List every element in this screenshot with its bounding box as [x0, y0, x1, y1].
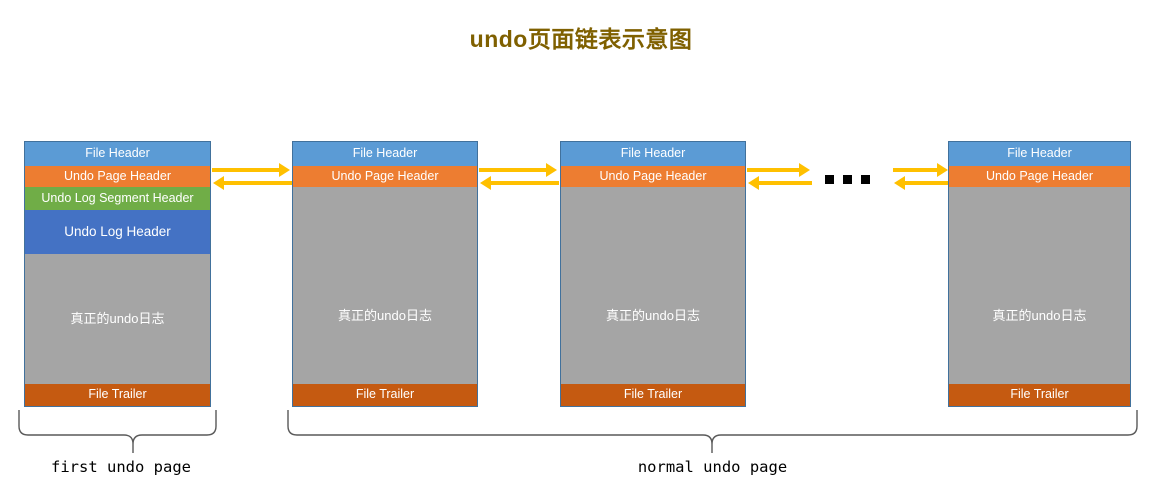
link-backward-3-head — [748, 176, 759, 190]
segment-label: Undo Page Header — [331, 168, 439, 183]
segment-page-body: 真正的undo日志 — [293, 187, 477, 384]
segment-label: Undo Page Header — [63, 168, 172, 183]
segment-label: File Header — [352, 146, 418, 161]
link-backward-3 — [759, 181, 812, 185]
link-backward-4-head — [894, 176, 905, 190]
segment-undo-page-header: Undo Page Header — [25, 166, 210, 187]
link-forward-3 — [747, 168, 800, 172]
segment-undo-log-header: Undo Log Header — [25, 210, 210, 254]
segment-label: Undo Page Header — [985, 168, 1094, 183]
segment-label: File Trailer — [623, 387, 683, 402]
link-forward-1-head — [279, 163, 290, 177]
segment-label: Undo Log Segment Header — [41, 190, 194, 205]
link-forward-2 — [479, 168, 547, 172]
ellipsis-dot-1 — [825, 175, 834, 184]
link-backward-4 — [905, 181, 948, 185]
segment-label: Undo Log Header — [64, 223, 171, 239]
page-title: undo页面链表示意图 — [469, 26, 693, 52]
ellipsis-dot-2 — [843, 175, 852, 184]
segment-label: File Trailer — [355, 387, 415, 402]
segment-file-trailer: File Trailer — [561, 384, 745, 406]
segment-label: 真正的undo日志 — [606, 308, 700, 323]
segment-page-body: 真正的undo日志 — [561, 187, 745, 384]
caption-first-undo-page: first undo page — [51, 458, 191, 476]
segment-undo-page-header: Undo Page Header — [949, 166, 1130, 187]
segment-file-header: File Header — [293, 142, 477, 166]
ellipsis-dot-3 — [861, 175, 870, 184]
segment-file-header: File Header — [561, 142, 745, 166]
link-forward-2-head — [546, 163, 557, 177]
segment-label: 真正的undo日志 — [338, 308, 432, 323]
link-backward-2 — [491, 181, 559, 185]
segment-undo-page-header: Undo Page Header — [293, 166, 477, 187]
segment-page-body: 真正的undo日志 — [949, 187, 1130, 384]
link-backward-1-head — [213, 176, 224, 190]
caption-normal-undo-page: normal undo page — [637, 458, 788, 476]
segment-file-header: File Header — [949, 142, 1130, 166]
link-forward-1 — [212, 168, 280, 172]
segment-label: 真正的undo日志 — [70, 310, 165, 326]
undo-page-block-normal-2: File Header Undo Page Header 真正的undo日志 F… — [560, 141, 746, 407]
link-forward-4-head — [937, 163, 948, 177]
segment-file-header: File Header — [25, 142, 210, 166]
link-backward-1 — [224, 181, 292, 185]
undo-page-block-normal-1: File Header Undo Page Header 真正的undo日志 F… — [292, 141, 478, 407]
undo-page-block-first: File Header Undo Page Header Undo Log Se… — [24, 141, 211, 407]
segment-label: Undo Page Header — [599, 168, 707, 183]
segment-file-trailer: File Trailer — [949, 384, 1130, 406]
segment-label: File Header — [1007, 146, 1072, 161]
segment-label: File Header — [620, 146, 686, 161]
link-forward-3-head — [799, 163, 810, 177]
segment-undo-page-header: Undo Page Header — [561, 166, 745, 187]
segment-label: File Trailer — [1010, 387, 1069, 402]
segment-page-body: 真正的undo日志 — [25, 254, 210, 384]
link-backward-2-head — [480, 176, 491, 190]
segment-label: File Trailer — [88, 387, 147, 402]
segment-label: 真正的undo日志 — [992, 308, 1087, 323]
undo-page-block-normal-n: File Header Undo Page Header 真正的undo日志 F… — [948, 141, 1131, 407]
segment-file-trailer: File Trailer — [25, 384, 210, 406]
brace-first-undo-page — [18, 410, 217, 453]
segment-undo-log-segment-header: Undo Log Segment Header — [25, 187, 210, 210]
brace-normal-undo-page — [287, 410, 1138, 453]
segment-label: File Header — [85, 146, 150, 161]
segment-file-trailer: File Trailer — [293, 384, 477, 406]
link-forward-4 — [893, 168, 938, 172]
